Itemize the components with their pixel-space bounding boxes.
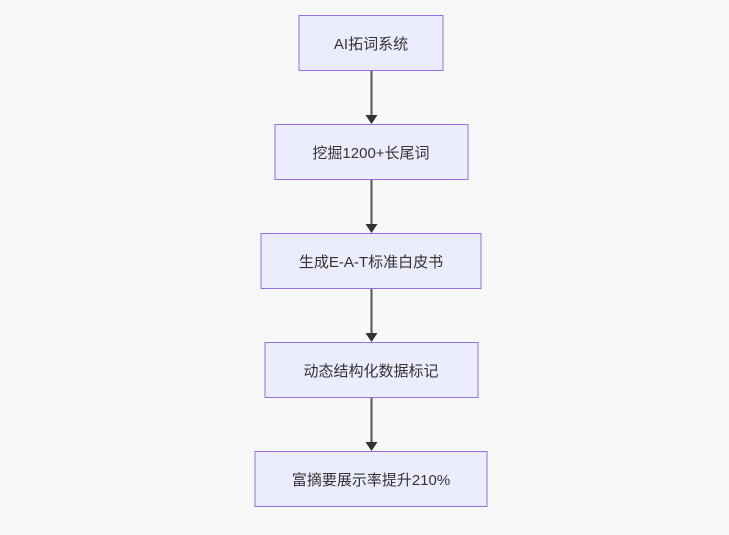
flow-node-label: 挖掘1200+长尾词 xyxy=(312,144,430,162)
flow-node-label: 富摘要展示率提升210% xyxy=(291,471,451,489)
flow-node-label: AI拓词系统 xyxy=(333,35,409,53)
flow-arrow-1 xyxy=(364,71,378,124)
flowchart-column: AI拓词系统 挖掘1200+长尾词 生成E-A-T标准白皮书 动态结构化数据标记 xyxy=(254,15,488,507)
flow-node-generate-eat-whitepaper: 生成E-A-T标准白皮书 xyxy=(260,233,482,289)
flow-node-rich-snippet-rate-increase: 富摘要展示率提升210% xyxy=(254,451,488,507)
flow-node-ai-word-expansion-system: AI拓词系统 xyxy=(298,15,444,71)
arrowhead-down-icon xyxy=(365,442,377,451)
arrow-line xyxy=(370,71,372,115)
arrowhead-down-icon xyxy=(365,333,377,342)
arrowhead-down-icon xyxy=(365,115,377,124)
arrow-line xyxy=(370,398,372,442)
flow-node-label: 生成E-A-T标准白皮书 xyxy=(298,253,444,271)
flow-node-dynamic-structured-data-markup: 动态结构化数据标记 xyxy=(264,342,478,398)
flow-node-mine-longtail-keywords: 挖掘1200+长尾词 xyxy=(274,124,468,180)
arrow-line xyxy=(370,180,372,224)
arrow-line xyxy=(370,289,372,333)
flow-node-label: 动态结构化数据标记 xyxy=(303,362,439,380)
flow-arrow-2 xyxy=(364,180,378,233)
flow-arrow-4 xyxy=(364,398,378,451)
arrowhead-down-icon xyxy=(365,224,377,233)
flow-arrow-3 xyxy=(364,289,378,342)
